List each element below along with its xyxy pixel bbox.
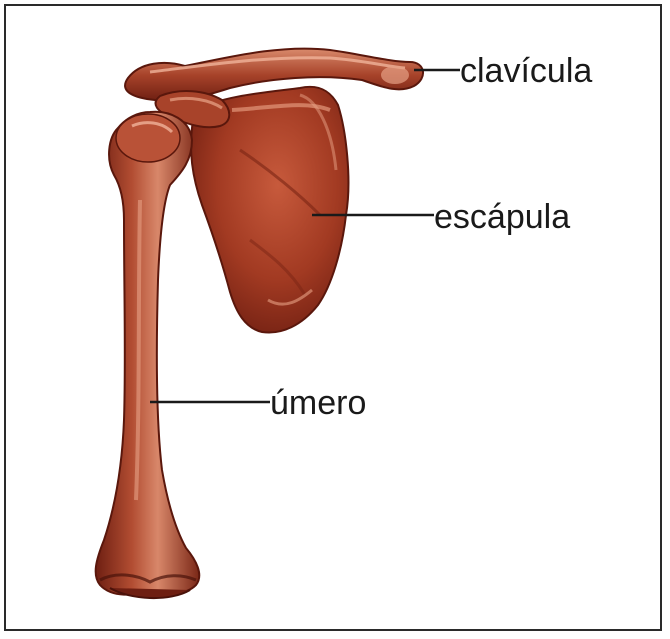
scapula-label: escápula [434, 198, 570, 236]
humerus-label: úmero [270, 384, 366, 422]
humerus-bone [96, 112, 200, 598]
clavicle-label: clavícula [460, 52, 592, 90]
